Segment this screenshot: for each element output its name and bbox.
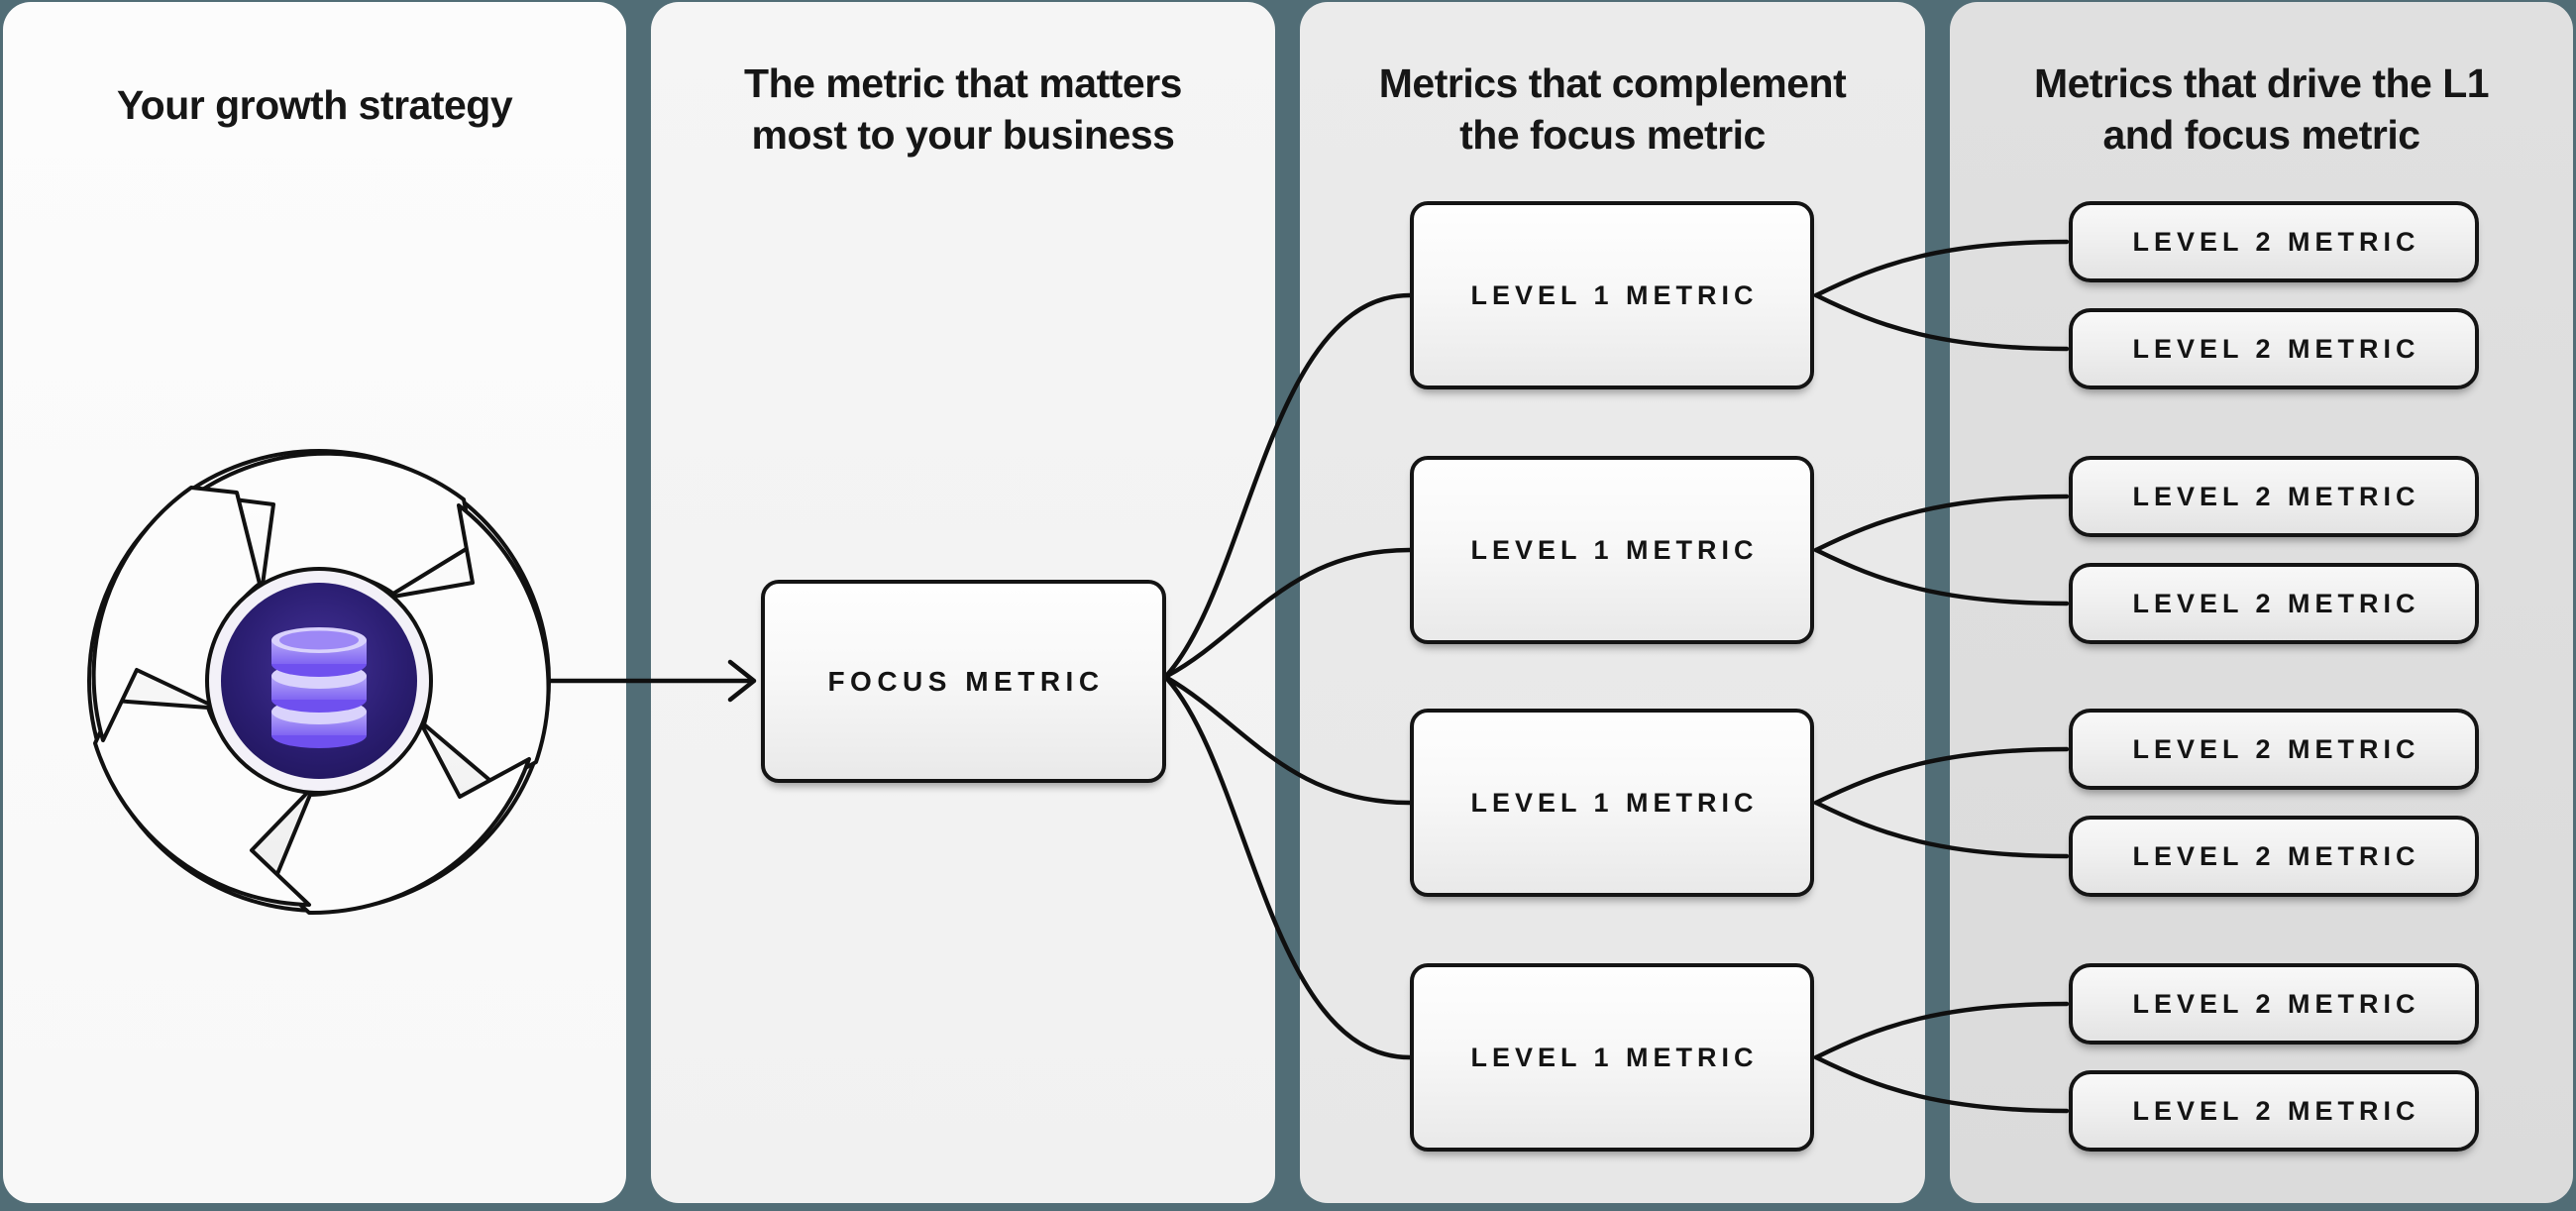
connectors-focus-to-l1 <box>1164 292 1413 1060</box>
level1-metric-box-2: LEVEL 1 METRIC <box>1410 456 1814 644</box>
box-label: LEVEL 2 METRIC <box>2132 988 2420 1019</box>
box-label: LEVEL 2 METRIC <box>2132 733 2420 764</box>
pinwheel-blades <box>91 451 551 916</box>
database-icon <box>271 627 367 748</box>
panel-2-title: The metric that matters most to your bus… <box>744 60 1182 158</box>
level2-metric-box-7: LEVEL 2 METRIC <box>2069 963 2479 1045</box>
box-label: LEVEL 2 METRIC <box>2132 1095 2420 1126</box>
box-label: LEVEL 1 METRIC <box>1470 534 1759 565</box>
level1-metric-box-1: LEVEL 1 METRIC <box>1410 201 1814 389</box>
level2-metric-box-1: LEVEL 2 METRIC <box>2069 201 2479 282</box>
connectors-l1-to-l2 <box>1813 239 2070 1114</box>
level2-metric-box-8: LEVEL 2 METRIC <box>2069 1070 2479 1152</box>
level2-metric-box-4: LEVEL 2 METRIC <box>2069 563 2479 644</box>
box-label: LEVEL 1 METRIC <box>1470 787 1759 818</box>
box-label: LEVEL 2 METRIC <box>2132 840 2420 871</box>
panel-4-title: Metrics that drive the L1 and focus metr… <box>2033 60 2490 158</box>
level1-metric-box-3: LEVEL 1 METRIC <box>1410 709 1814 897</box>
focus-metric-box: FOCUS METRIC <box>761 580 1166 783</box>
box-label: FOCUS METRIC <box>827 665 1105 697</box>
box-label: LEVEL 2 METRIC <box>2132 588 2420 618</box>
box-label: LEVEL 2 METRIC <box>2132 481 2420 511</box>
growth-loop-icon <box>87 449 551 916</box>
box-label: LEVEL 2 METRIC <box>2132 226 2420 257</box>
box-label: LEVEL 1 METRIC <box>1470 1042 1759 1072</box>
level2-metric-box-5: LEVEL 2 METRIC <box>2069 709 2479 790</box>
level2-metric-box-6: LEVEL 2 METRIC <box>2069 816 2479 897</box>
panel-1-title: Your growth strategy <box>116 82 513 128</box>
panel-3-title: Metrics that complement the focus metric <box>1378 60 1847 158</box>
level1-metric-box-4: LEVEL 1 METRIC <box>1410 963 1814 1152</box>
arrowhead-icon <box>727 659 757 703</box>
level2-metric-box-3: LEVEL 2 METRIC <box>2069 456 2479 537</box>
arrow-strategy-to-focus <box>546 659 757 703</box>
level2-metric-box-2: LEVEL 2 METRIC <box>2069 308 2479 389</box>
box-label: LEVEL 2 METRIC <box>2132 333 2420 364</box>
box-label: LEVEL 1 METRIC <box>1470 279 1759 310</box>
